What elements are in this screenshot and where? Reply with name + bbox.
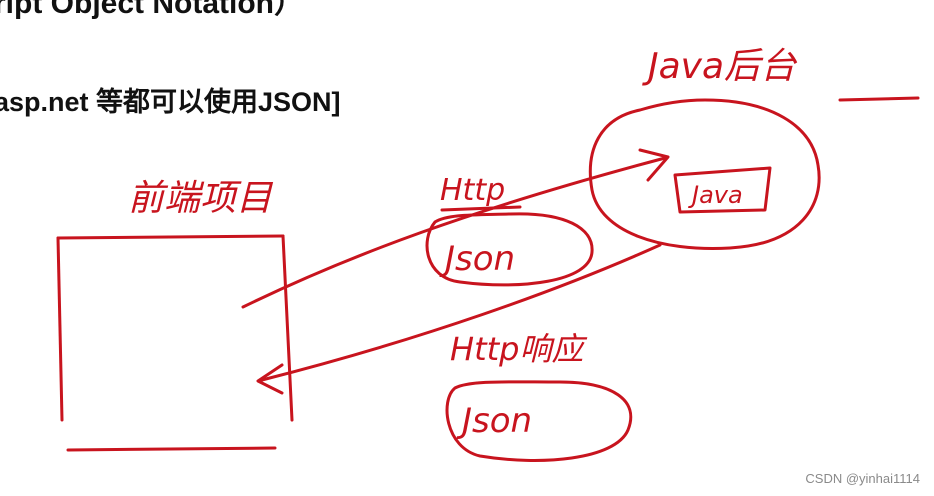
watermark: CSDN @yinhai1114 <box>805 471 920 486</box>
slide-heading-line: ript Object Notation） <box>0 0 304 20</box>
request-payload: Json <box>439 239 515 279</box>
response-label: Http响应 <box>450 330 587 368</box>
backend-label-underline <box>838 96 920 102</box>
response-arrow <box>256 243 662 395</box>
server-box-label: Java <box>688 181 743 209</box>
request-label-underline <box>440 205 522 212</box>
frontend-box <box>56 234 294 452</box>
request-json-circle <box>425 212 594 287</box>
server-box <box>673 166 772 214</box>
backend-label: Java后台 <box>642 46 798 87</box>
frontend-label: 前端项目 <box>128 178 274 219</box>
request-arrow <box>241 148 670 309</box>
request-label: Http <box>440 173 505 208</box>
server-circle <box>588 98 821 250</box>
response-payload: Json <box>456 401 532 441</box>
slide-text-line: asp.net 等都可以使用JSON] <box>0 87 341 117</box>
response-json-circle <box>445 380 633 462</box>
